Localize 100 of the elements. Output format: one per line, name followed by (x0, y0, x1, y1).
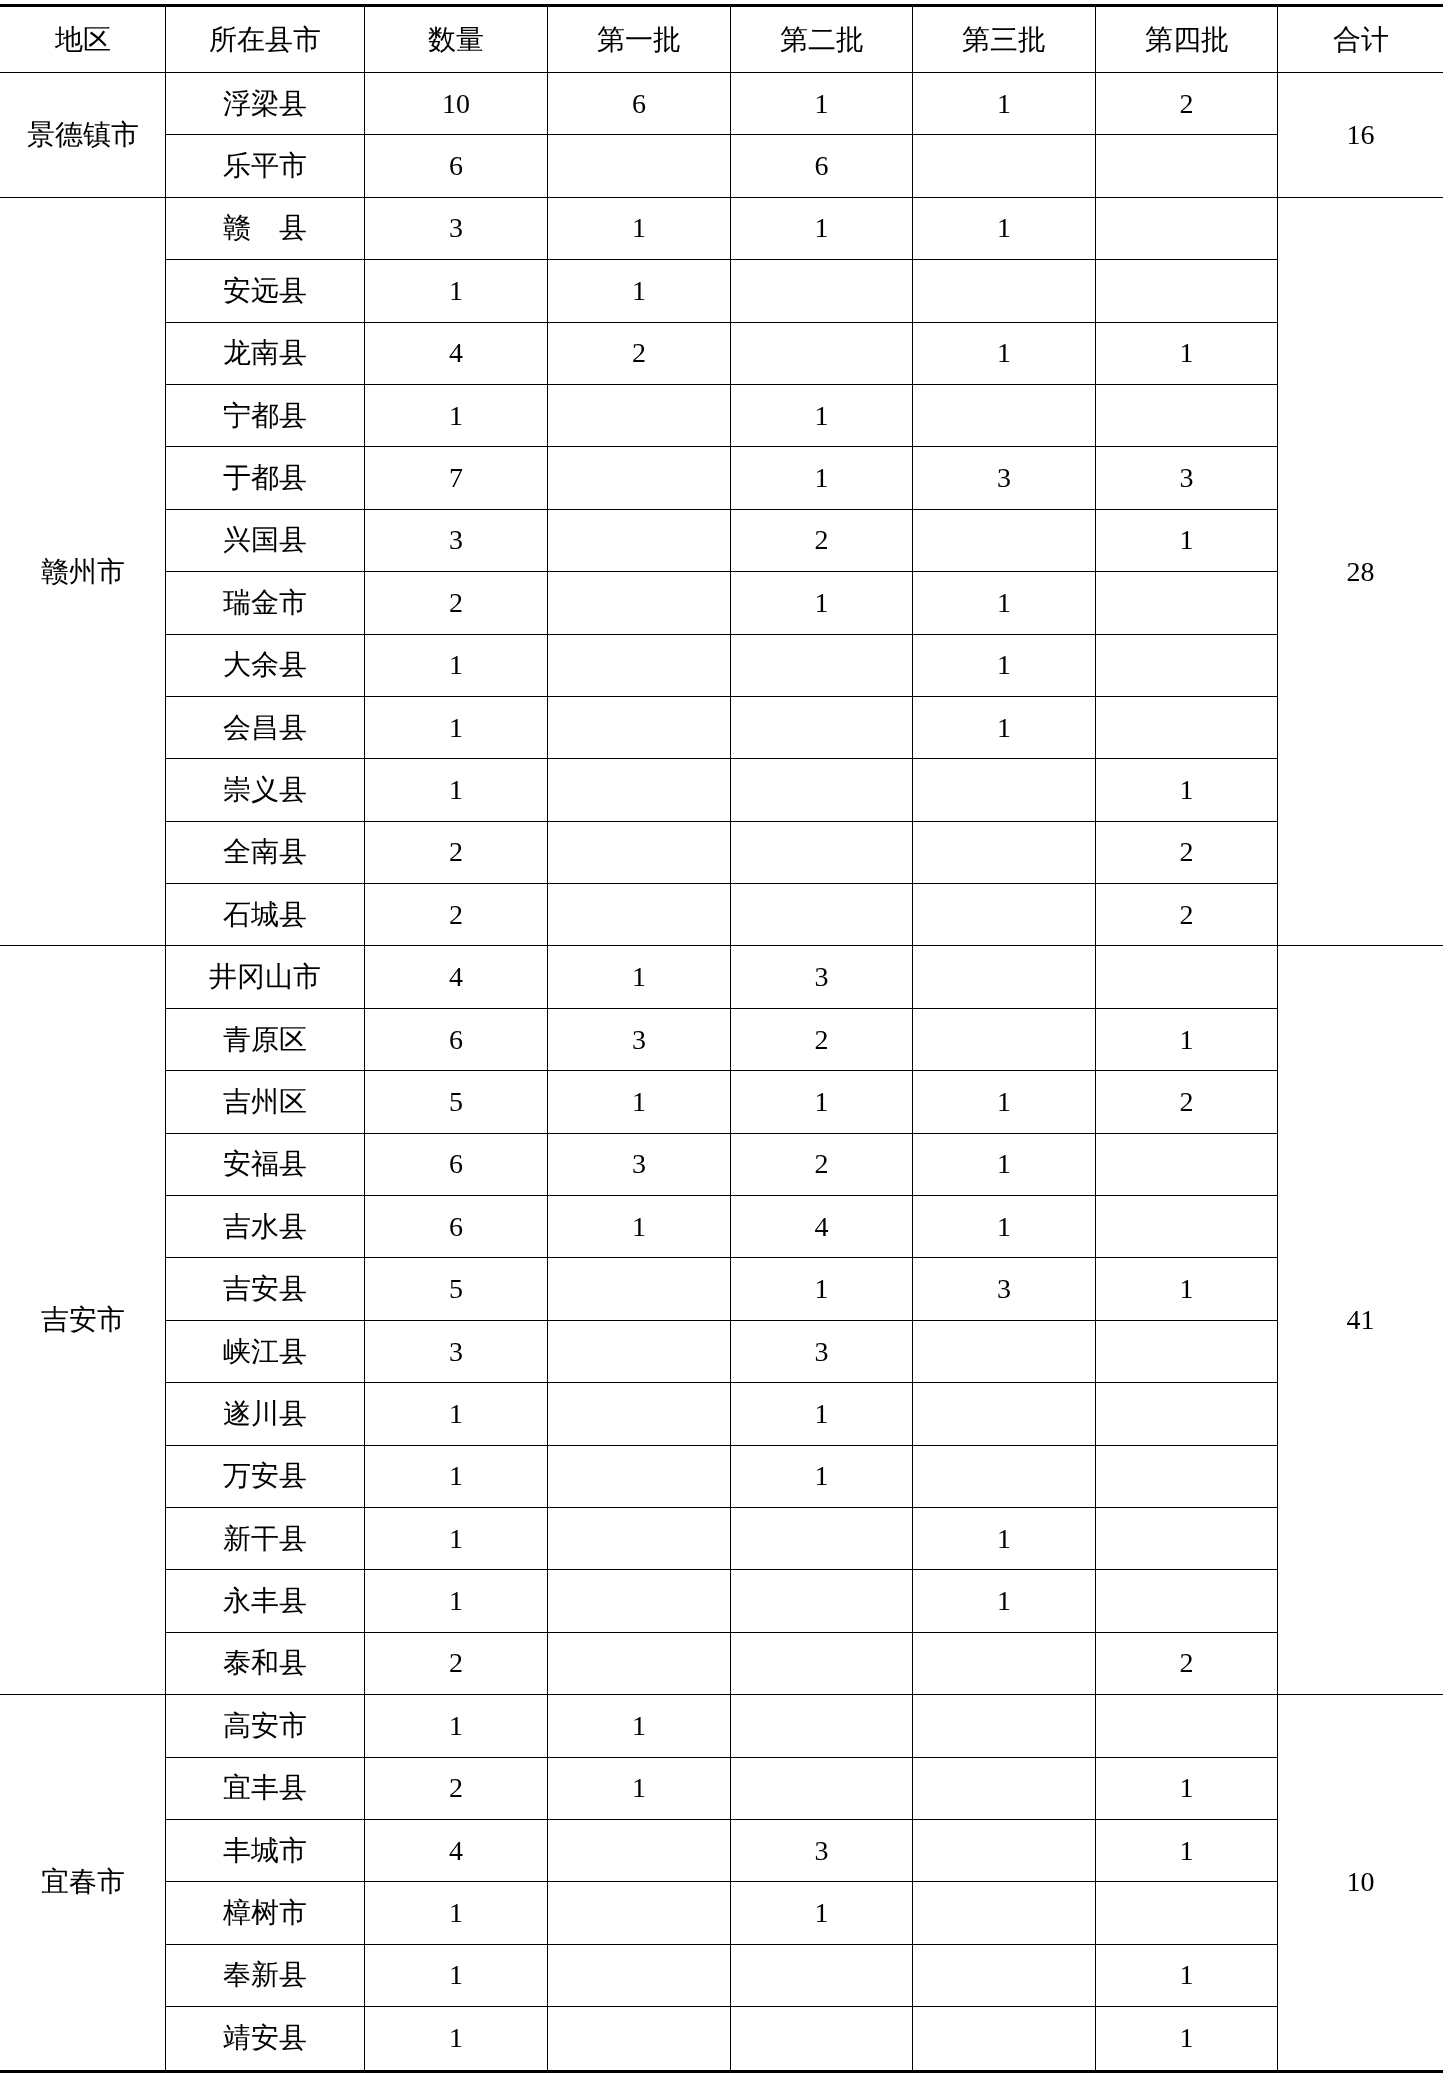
batch-value: 2 (1095, 1071, 1277, 1134)
batch-value: 1 (1095, 1944, 1277, 2008)
batch-value: 1 (1095, 759, 1277, 822)
county-name: 龙南县 (165, 322, 364, 385)
column-header: 第二批 (730, 7, 912, 73)
column-header: 合计 (1277, 7, 1443, 73)
count-value: 4 (364, 946, 547, 1009)
batch-value: 6 (547, 73, 730, 136)
batch-value: 1 (912, 634, 1095, 697)
count-value: 1 (364, 634, 547, 697)
batch-value: 3 (547, 1133, 730, 1197)
batch-value: 1 (912, 1570, 1095, 1633)
count-value: 1 (364, 1445, 547, 1508)
batch-value: 1 (730, 1445, 912, 1508)
county-name: 吉安县 (165, 1258, 364, 1321)
batch-value: 1 (730, 1882, 912, 1945)
county-name: 新干县 (165, 1508, 364, 1571)
county-name: 兴国县 (165, 509, 364, 573)
batch-value: 2 (1095, 821, 1277, 885)
batch-value: 1 (547, 1695, 730, 1758)
count-value: 1 (364, 1508, 547, 1571)
county-name: 赣 县 (165, 197, 364, 261)
county-name: 安福县 (165, 1133, 364, 1197)
batch-value: 4 (730, 1196, 912, 1259)
county-name: 泰和县 (165, 1632, 364, 1696)
count-value: 1 (364, 260, 547, 323)
count-value: 2 (364, 1632, 547, 1696)
count-value: 1 (364, 696, 547, 760)
column-header: 所在县市 (165, 7, 364, 73)
count-value: 1 (364, 759, 547, 822)
count-value: 3 (364, 197, 547, 261)
batch-value: 1 (912, 1071, 1095, 1134)
batch-value: 3 (730, 1320, 912, 1384)
batch-value: 1 (730, 197, 912, 261)
column-header: 数量 (364, 7, 547, 73)
batch-value: 1 (912, 696, 1095, 760)
count-value: 6 (364, 1008, 547, 1072)
batch-value: 2 (1095, 73, 1277, 136)
count-value: 10 (364, 73, 547, 136)
batch-value: 1 (912, 1133, 1095, 1197)
batch-value: 3 (547, 1008, 730, 1072)
county-name: 吉水县 (165, 1196, 364, 1259)
county-name: 大余县 (165, 634, 364, 697)
region-name: 宜春市 (39, 1865, 126, 1900)
batch-value: 2 (730, 1008, 912, 1072)
count-value: 6 (364, 1196, 547, 1259)
batch-value: 1 (912, 73, 1095, 136)
batch-value: 1 (730, 1383, 912, 1446)
count-value: 1 (364, 1944, 547, 2008)
county-name: 永丰县 (165, 1570, 364, 1633)
county-name: 丰城市 (165, 1819, 364, 1883)
batch-value: 1 (547, 946, 730, 1009)
batch-value: 3 (1095, 447, 1277, 510)
batch-value: 1 (1095, 2007, 1277, 2070)
batch-value: 1 (912, 1196, 1095, 1259)
batch-value: 1 (730, 572, 912, 635)
count-value: 5 (364, 1258, 547, 1321)
count-value: 4 (364, 322, 547, 385)
county-name: 全南县 (165, 821, 364, 885)
batch-value: 1 (1095, 322, 1277, 385)
batch-value: 1 (547, 1071, 730, 1134)
count-value: 4 (364, 1819, 547, 1883)
count-value: 1 (364, 384, 547, 448)
batch-value: 2 (730, 509, 912, 573)
column-header: 第四批 (1095, 7, 1277, 73)
county-name: 于都县 (165, 447, 364, 510)
count-value: 1 (364, 1383, 547, 1446)
count-value: 3 (364, 1320, 547, 1384)
batch-value: 1 (547, 260, 730, 323)
county-name: 会昌县 (165, 696, 364, 760)
region-name: 吉安市 (0, 946, 165, 1696)
batch-value: 1 (1095, 509, 1277, 573)
count-value: 1 (364, 1570, 547, 1633)
county-name: 瑞金市 (165, 572, 364, 635)
total-value: 28 (1277, 197, 1443, 947)
county-name: 青原区 (165, 1008, 364, 1072)
batch-value: 2 (730, 1133, 912, 1197)
batch-value: 2 (1095, 884, 1277, 947)
batch-value: 1 (1095, 1258, 1277, 1321)
batch-value: 1 (912, 322, 1095, 385)
batch-value: 3 (730, 1819, 912, 1883)
batch-value: 1 (912, 572, 1095, 635)
total-value: 41 (1277, 946, 1443, 1696)
count-value: 2 (364, 821, 547, 885)
count-value: 2 (364, 1757, 547, 1820)
batch-value: 1 (912, 197, 1095, 261)
batch-value: 1 (730, 1071, 912, 1134)
total-value: 16 (1277, 73, 1443, 198)
county-name: 樟树市 (165, 1882, 364, 1945)
batch-value: 2 (547, 322, 730, 385)
county-name: 靖安县 (165, 2007, 364, 2070)
county-name: 安远县 (165, 260, 364, 323)
batch-value: 1 (1095, 1819, 1277, 1883)
batch-value: 1 (912, 1508, 1095, 1571)
batch-value: 3 (912, 447, 1095, 510)
county-name: 奉新县 (165, 1944, 364, 2008)
county-name: 遂川县 (165, 1383, 364, 1446)
count-value: 6 (364, 1133, 547, 1197)
batch-value: 1 (1095, 1757, 1277, 1820)
batch-value: 1 (730, 1258, 912, 1321)
